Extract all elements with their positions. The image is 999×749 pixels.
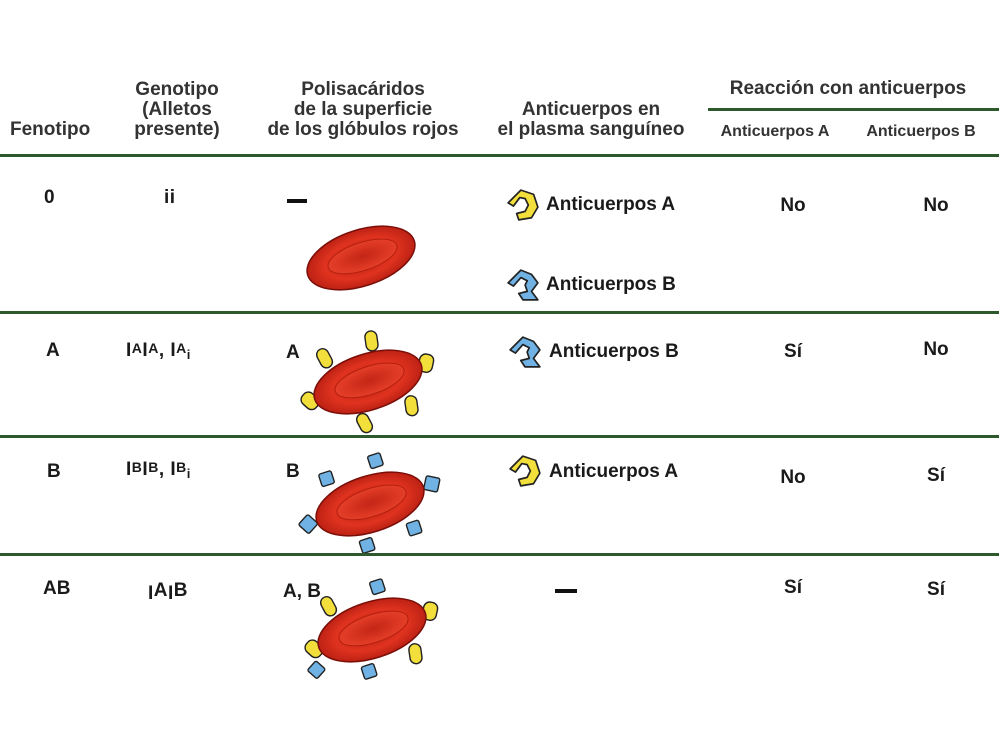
row-2-reaccion-a: No	[780, 467, 806, 488]
row-1-genotipo-allele-2: IAi	[170, 340, 191, 362]
row-0-polisacarido-dash	[287, 199, 307, 203]
row-3-polisacarido: A, B	[283, 581, 321, 602]
row-2-genotipo-allele-1: IBIB	[126, 459, 159, 480]
header-genotipo-line3: presente)	[134, 119, 220, 140]
antibody-a-icon	[507, 189, 539, 221]
row-1-reaccion-b: No	[923, 339, 949, 360]
row-0-reaccion-b: No	[923, 195, 949, 216]
row-3-reaccion-b: Sí	[927, 579, 945, 600]
header-anti-b: Anticuerpos B	[866, 123, 976, 140]
header-fenotipo: Fenotipo	[10, 119, 91, 140]
row-2-fenotipo: B	[47, 461, 61, 482]
row-1-fenotipo: A	[46, 340, 60, 361]
row-2-antibody-a-label: Anticuerpos A	[549, 461, 679, 482]
row-3-anticuerpos-dash	[555, 589, 577, 593]
antibody-b-icon	[507, 269, 539, 301]
row-2-genotipo-allele-2: IBi	[170, 459, 191, 481]
row-0-red-blood-cell	[300, 218, 422, 298]
row-1-polisacarido: A	[286, 342, 300, 363]
header-genotipo: Genotipo (Alletos presente)	[118, 80, 236, 140]
row-3-fenotipo: AB	[43, 578, 71, 599]
row-0-fenotipo: 0	[44, 187, 55, 208]
row-2-genotipo: IBIB, IBi	[126, 459, 191, 481]
row-divider-1	[0, 311, 999, 314]
header-polisacaridos-line2: de la superficie	[293, 99, 433, 120]
row-1-genotipo: IAIA, IAi	[126, 340, 191, 362]
row-3-genotipo: IAIB	[148, 580, 189, 604]
row-0-reaccion-a: No	[780, 195, 806, 216]
row-1-antibody-b-label: Anticuerpos B	[549, 341, 679, 362]
row-divider-3	[0, 553, 999, 556]
row-2-red-blood-cell-with-antigen-b	[298, 452, 441, 554]
row-0-genotipo: ii	[164, 187, 176, 208]
row-2-reaccion-b: Sí	[927, 465, 945, 486]
row-0-antibody-a-label: Anticuerpos A	[546, 194, 676, 215]
header-polisacaridos-line1: Polisacáridos	[301, 79, 425, 100]
row-2-polisacarido: B	[286, 461, 300, 482]
row-3-red-blood-cell-with-antigen-a-b	[304, 578, 439, 680]
header-anti-a: Anticuerpos A	[720, 123, 830, 140]
header-reaccion: Reacción con anticuerpos	[729, 78, 967, 99]
row-1-reaccion-a: Sí	[784, 341, 802, 362]
header-genotipo-line2: (Alletos	[142, 99, 212, 120]
antibody-a-icon	[509, 455, 541, 487]
antibody-b-icon	[509, 336, 541, 368]
header-anticuerpos-plasma-line2: el plasma sanguíneo	[497, 119, 685, 140]
row-1-genotipo-allele-1: IAIA	[126, 340, 159, 361]
header-divider	[0, 154, 999, 157]
header-reaccion-rule	[708, 108, 999, 111]
header-polisacaridos: Polisacáridos de la superficie de los gl…	[248, 80, 478, 140]
row-divider-2	[0, 435, 999, 438]
row-3-reaccion-a: Sí	[784, 577, 802, 598]
header-polisacaridos-line3: de los glóbulos rojos	[267, 119, 459, 140]
header-anticuerpos-plasma: Anticuerpos en el plasma sanguíneo	[480, 100, 702, 140]
header-anticuerpos-plasma-line1: Anticuerpos en	[521, 99, 661, 120]
row-0-antibody-b-label: Anticuerpos B	[546, 274, 676, 295]
header-genotipo-line1: Genotipo	[135, 79, 219, 100]
row-1-red-blood-cell-with-antigen-a	[300, 330, 435, 434]
